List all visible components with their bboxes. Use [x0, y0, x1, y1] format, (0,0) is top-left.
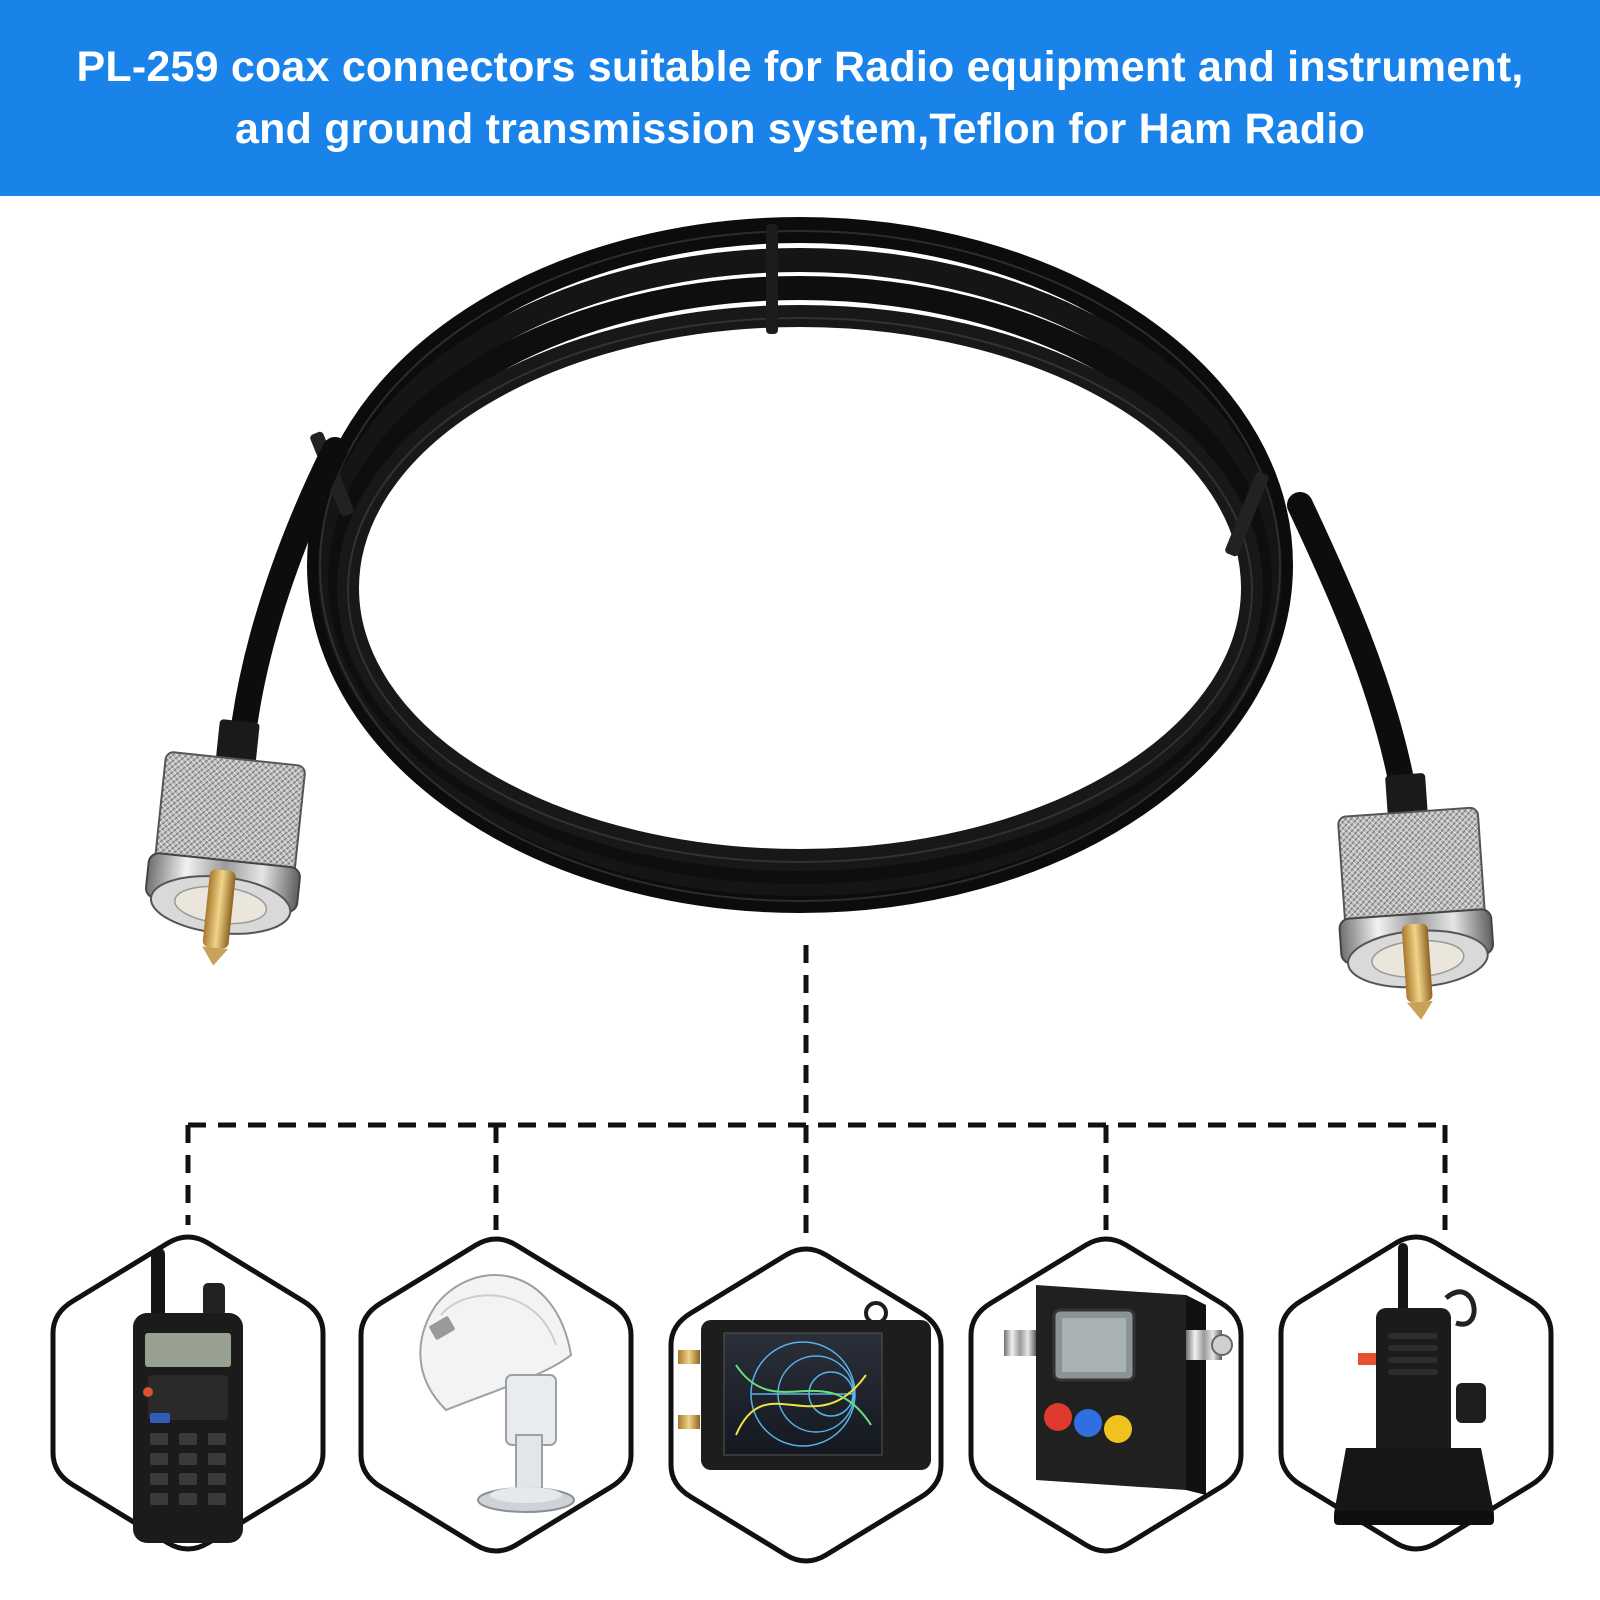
device-hexagon-1 — [50, 1234, 326, 1552]
device-hexagon-3 — [668, 1246, 944, 1564]
connection-lines — [185, 945, 1448, 1238]
pl259-connector-left — [145, 719, 306, 966]
product-scene — [0, 196, 1600, 1600]
pl259-connector-right — [1337, 773, 1495, 1020]
device-hexagon-2 — [358, 1236, 634, 1554]
satellite-dish-icon — [419, 1274, 575, 1513]
device-hexagon-5 — [1278, 1234, 1554, 1552]
device-hexagon-4 — [968, 1236, 1244, 1554]
banner-title-line-2: and ground transmission system,Teflon fo… — [235, 105, 1365, 153]
vector-network-analyzer-icon — [678, 1301, 931, 1470]
banner-title-line-1: PL-259 coax connectors suitable for Radi… — [76, 43, 1524, 91]
coax-cable-icon — [232, 217, 1413, 913]
walkie-talkie-icon — [1334, 1243, 1494, 1525]
title-banner: PL-259 coax connectors suitable for Radi… — [0, 0, 1600, 196]
handheld-radio-icon — [133, 1248, 243, 1543]
swr-meter-icon — [1004, 1285, 1233, 1495]
